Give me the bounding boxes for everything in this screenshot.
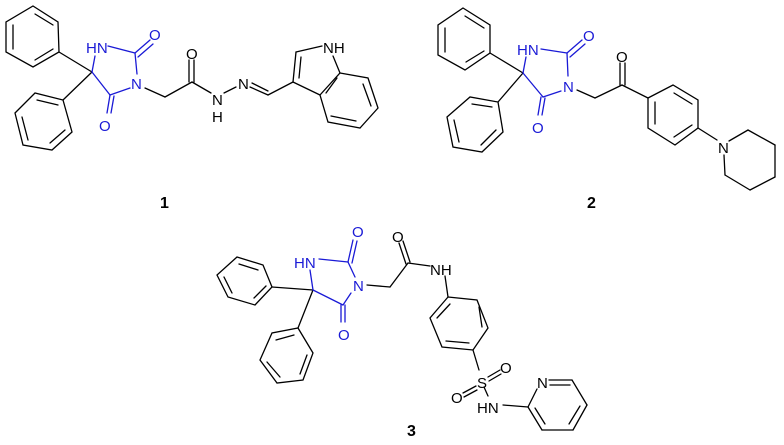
hydantoin-core [91, 39, 154, 114]
sulfonamide [462, 369, 529, 408]
atom-label-o: O [149, 27, 161, 44]
phenyl-ring-left [216, 256, 314, 306]
atom-label-hn: HN [517, 42, 539, 59]
atom-label-o: O [338, 327, 350, 344]
atom-label-hn: HN [477, 400, 499, 417]
atom-label-n: N [537, 375, 548, 392]
atom-label-h: H [212, 109, 223, 126]
atom-label-o: O [352, 224, 364, 241]
phenyl-ring-top [5, 5, 93, 73]
acetohydrazide-linker [144, 59, 294, 98]
pyridine-ring [527, 379, 588, 431]
atom-label-s: S [477, 375, 487, 392]
atom-label-o: O [583, 28, 595, 45]
compound-label-3: 3 [407, 423, 416, 440]
aryl-ketone-linker [576, 62, 718, 146]
piperidine-ring [723, 129, 776, 191]
atom-label-n: N [563, 79, 574, 96]
atom-label-nh: NH [323, 40, 345, 57]
atom-label-hn: HN [294, 255, 316, 272]
compound-label-2: 2 [587, 195, 596, 212]
phenylene-ring [429, 296, 489, 371]
atom-label-o: O [99, 118, 111, 135]
atom-label-o: O [186, 46, 198, 63]
atom-label-o: O [532, 120, 544, 137]
atom-label-o: O [616, 49, 628, 66]
compound-2: HN O N O O N 2 [437, 7, 776, 212]
atom-label-n: N [238, 76, 249, 93]
indole-ring [292, 45, 379, 129]
phenyl-ring-bottom [446, 72, 524, 153]
atom-label-hn: HN [86, 40, 108, 57]
hydantoin-core [522, 39, 586, 116]
atom-label-n: N [131, 76, 142, 93]
atom-label-o: O [500, 360, 512, 377]
compound-1: HN O N O O N H N [5, 5, 379, 212]
atom-label-nh: NH [430, 262, 452, 279]
compound-label-1: 1 [160, 195, 169, 212]
phenyl-ring-bottom [259, 289, 314, 384]
atom-label-o: O [451, 390, 463, 407]
atom-label-o: O [392, 229, 404, 246]
phenyl-ring-top [437, 7, 524, 74]
atom-label-n: N [212, 92, 223, 109]
acetamide-linker [366, 240, 449, 298]
compound-3: HN O N O O NH S O O [216, 224, 588, 440]
hydantoin-core [309, 239, 358, 323]
phenyl-ring-bottom [14, 71, 93, 151]
atom-label-n: N [353, 278, 364, 295]
atom-label-n: N [718, 140, 729, 157]
